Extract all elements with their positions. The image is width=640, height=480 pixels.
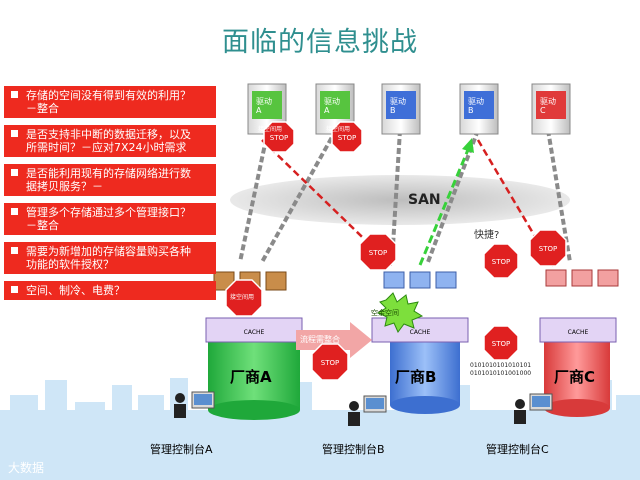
question-text: 管理多个存储通过多个管理接口？ －整合 [26,206,191,232]
server-4 [459,83,499,135]
question-item: 是否能利用现有的存储网络进行数 据拷贝服务？－ [4,164,216,196]
server-label-5: 驱动 C [540,97,556,115]
page-title: 面临的信息挑战 [222,27,418,58]
integration-arrow [296,322,372,358]
san-cloud [230,175,570,225]
question-item: 管理多个存储通过多个管理接口？ －整合 [4,203,216,235]
watermark: 大数据 [8,461,45,475]
bullet-icon [11,247,18,254]
stop-text-6: STOP [492,258,510,266]
question-item: 需要为新增加的存储容量购买各种 功能的软件授权？ [4,242,216,274]
cache-label-a1: CACHE [244,329,265,336]
capacity-used-label: 接空间用 [230,294,255,301]
integration-label: 流程需整合 [300,335,340,344]
stop-sign-2 [331,121,363,153]
question-text: 需要为新增加的存储容量购买各种 功能的软件授权？ [26,245,191,271]
controller-a [205,317,303,343]
cache-label-b1: CACHE [410,329,431,336]
stop-sign-8 [311,343,349,381]
console-a [174,391,215,418]
console-a-label: 管理控制台A [150,443,213,456]
question-list: 存储的空间没有得到有效的利用？ －整合是否支持非中断的数据迁移，以及 所需时间？… [4,86,216,307]
server-label-4: 驱动 B [468,97,484,115]
stop-text-2: STOP [338,134,356,142]
san-label: SAN [408,192,441,208]
stop-text-1: STOP [270,134,288,142]
server-3 [381,83,421,135]
disk-drums-c [545,269,619,287]
stop-sign-3 [225,279,263,317]
stop-sign-1 [263,121,295,153]
bullet-icon [11,169,18,176]
console-b-label: 管理控制台B [322,443,385,456]
question-item: 空间、制冷、电费？ [4,281,216,300]
console-c [514,393,553,424]
server-label-3: 驱动 B [390,97,406,115]
question-text: 空间、制冷、电费？ [26,284,125,297]
cache-label-c1: CACHE [568,329,589,336]
bullet-icon [11,286,18,293]
bullet-icon [11,208,18,215]
stop-sign-4 [359,233,397,271]
stop-text-4: STOP [369,249,387,257]
stop-sign-5 [529,229,567,267]
bullet-icon [11,130,18,137]
stop-sign-7 [483,325,519,361]
question-text: 存储的空间没有得到有效的利用？ －整合 [26,89,191,115]
stop-tag-1: 接空间用 [258,126,283,133]
stop-text-8: STOP [321,359,339,367]
migration-arrow-red-right [476,139,552,263]
free-space-label: 空余空间 [371,309,399,317]
server-label-1: 驱动 A [256,97,272,115]
binary-data: 0101010101010101 0101010101001000 [470,362,532,377]
server-label-2: 驱动 A [324,97,340,115]
question-text: 是否能利用现有的存储网络进行数 据拷贝服务？－ [26,167,191,193]
migration-arrow-green [418,144,472,266]
vendor-a-label: 厂商A [230,368,272,386]
question-text: 是否支持非中断的数据迁移，以及 所需时间？－应对7X24小时需求 [26,128,191,154]
server-5 [531,83,571,135]
stop-tag-2: 接空间用 [326,126,351,133]
stop-text-7: STOP [492,340,510,348]
fast-label: 快捷? [474,230,500,241]
free-space-burst [376,292,424,333]
vendor-b-label: 厂商B [395,368,437,386]
console-b [348,395,387,426]
stop-text-5: STOP [539,245,557,253]
vendor-c-label: 厂商C [554,368,596,386]
console-c-label: 管理控制台C [486,443,549,456]
stop-sign-6 [483,243,519,279]
controller-c [539,317,617,343]
disk-drums-b [383,271,457,289]
question-item: 存储的空间没有得到有效的利用？ －整合 [4,86,216,118]
question-item: 是否支持非中断的数据迁移，以及 所需时间？－应对7X24小时需求 [4,125,216,157]
bullet-icon [11,91,18,98]
